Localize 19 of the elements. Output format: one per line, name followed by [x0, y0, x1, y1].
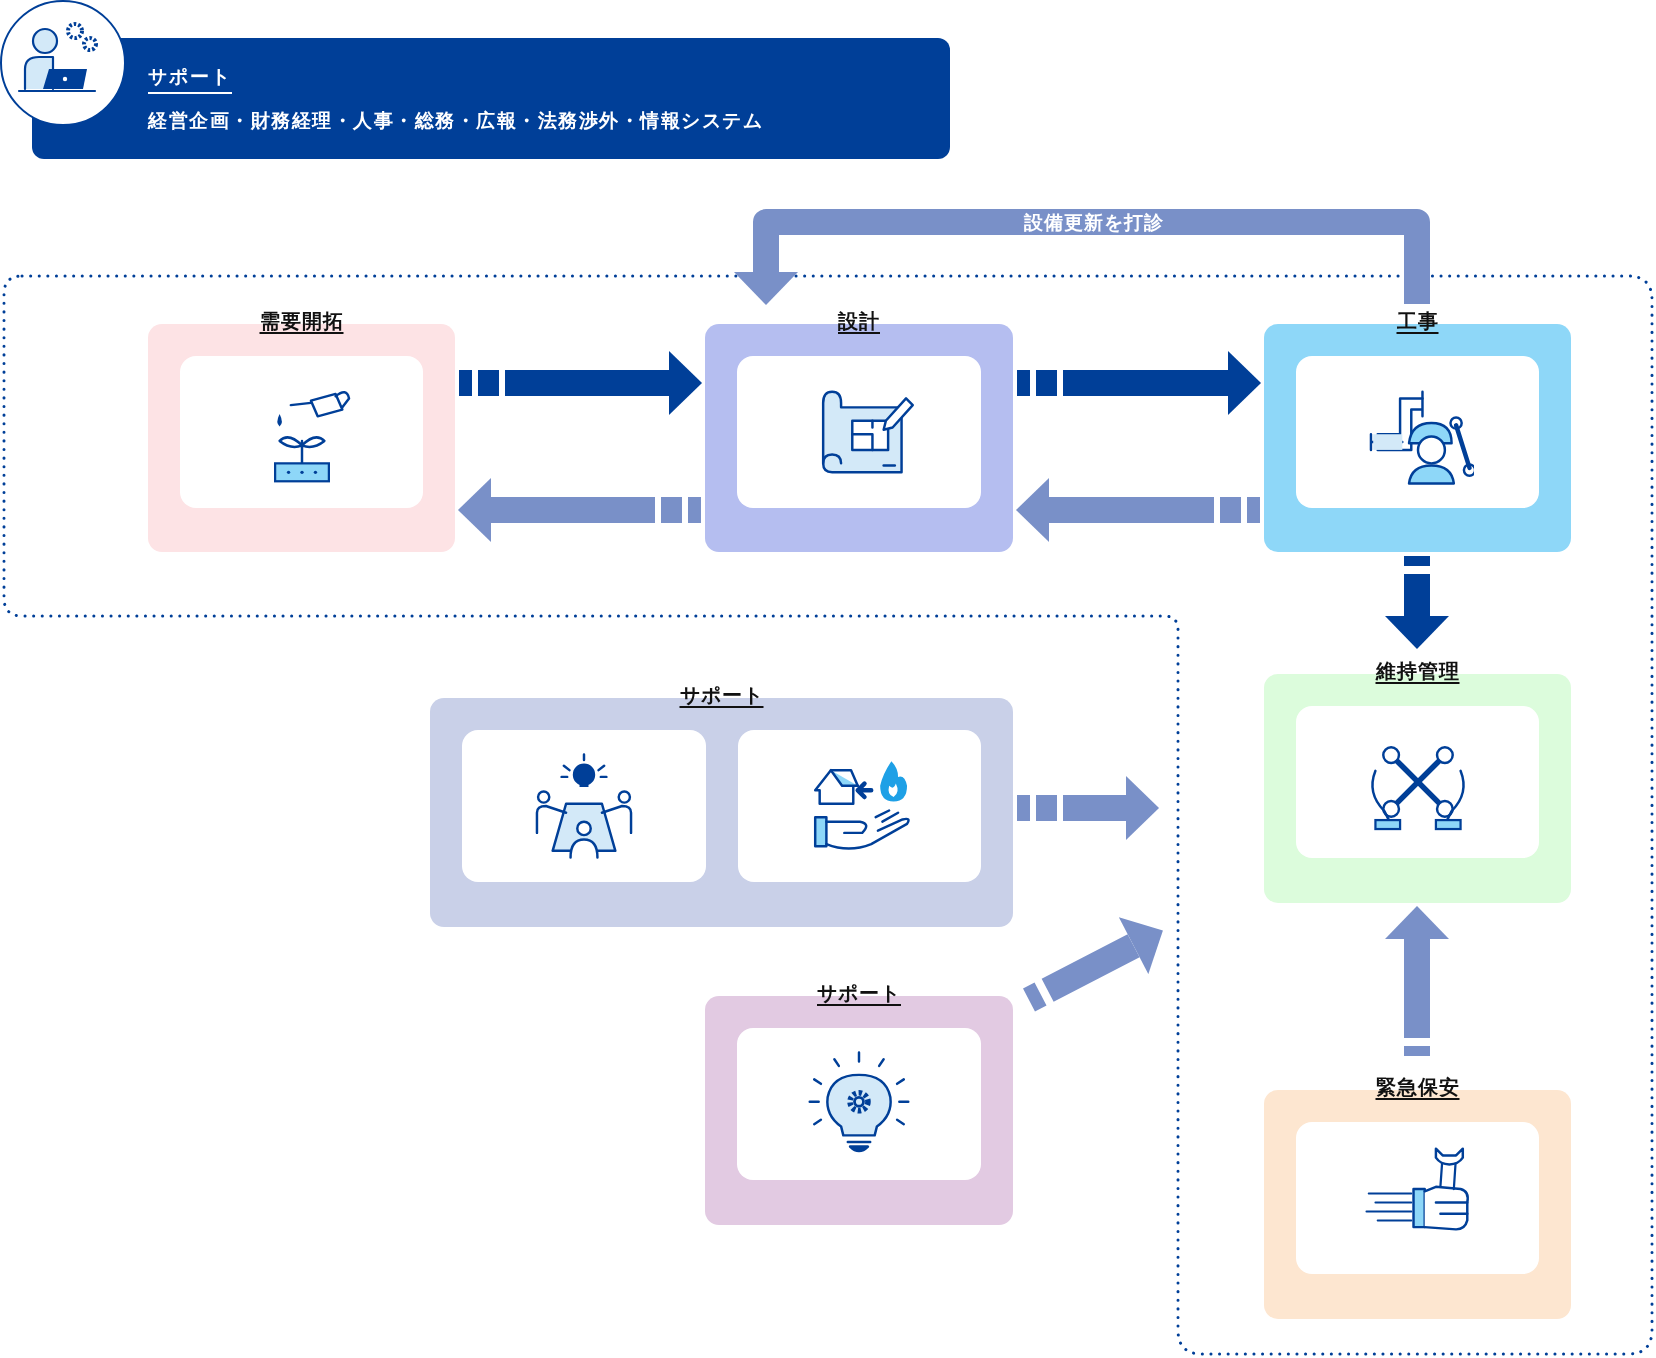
- arrow: [1023, 917, 1163, 1012]
- stage-heading: サポート: [817, 980, 901, 1007]
- stage-heading: 工事: [1396, 308, 1439, 335]
- banner-text: 経営企画・財務経理・人事・総務・広報・法務渉外・情報システム: [148, 108, 764, 133]
- arrow: [457, 478, 701, 542]
- stage-heading: 需要開拓: [259, 308, 344, 335]
- arrow: [1015, 478, 1260, 542]
- stage-heading: 緊急保安: [1375, 1074, 1460, 1101]
- arrow: [1017, 351, 1262, 415]
- edge-label: 設備更新を打診: [1024, 212, 1164, 232]
- stage-heading: 維持管理: [1375, 658, 1460, 685]
- stage-heading: サポート: [679, 682, 764, 709]
- arrow: [1017, 776, 1160, 840]
- banner-title: サポート: [148, 64, 232, 94]
- arrow: [459, 351, 703, 415]
- banner-box: [32, 38, 950, 159]
- stage-heading: 設計: [838, 308, 880, 335]
- arrow: [1385, 556, 1449, 650]
- arrow: [1385, 905, 1449, 1056]
